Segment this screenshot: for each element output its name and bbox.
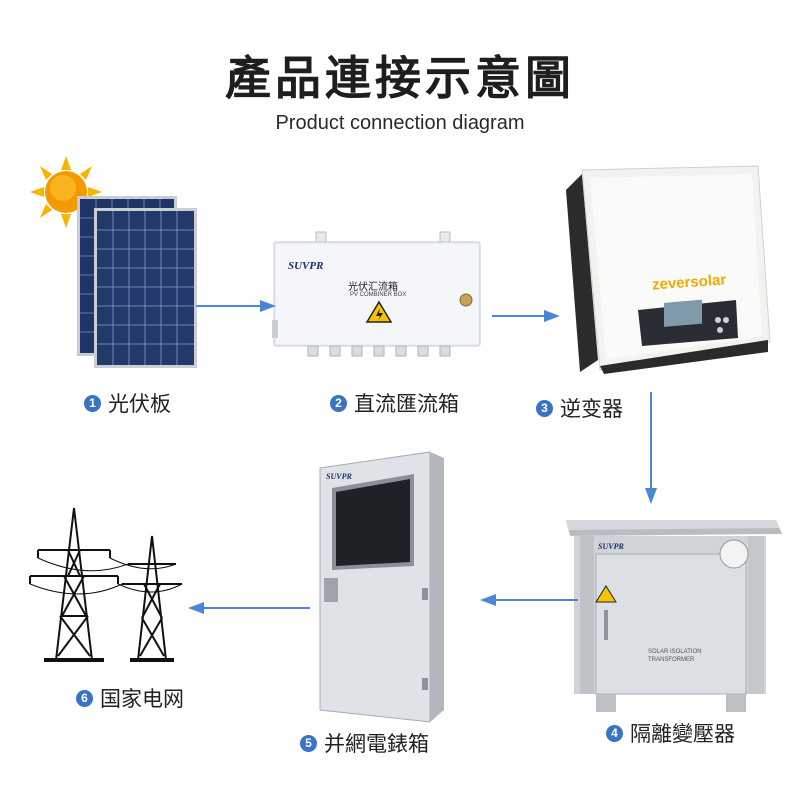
transformer-cabinet-icon (566, 520, 782, 712)
combiner-box-icon (272, 231, 481, 357)
label-text: 并網電錶箱 (324, 732, 429, 756)
node-label-inverter: 3 逆变器 (536, 393, 623, 423)
label-text: 隔離變壓器 (630, 722, 735, 746)
meter-cabinet-brand: SUVPR (326, 472, 352, 481)
number-badge: 1 (84, 394, 101, 412)
number-badge: 6 (76, 689, 93, 707)
combiner-subtitle-text: PV COMBINER BOX (350, 292, 407, 298)
grid-meter-cabinet-icon (319, 451, 444, 723)
number-badge: 5 (300, 734, 317, 752)
arrow-meter-to-grid (188, 602, 310, 614)
power-grid-node (26, 506, 196, 664)
node-label-transformer: 4 隔離變壓器 (606, 718, 735, 748)
power-tower-icon (29, 507, 183, 662)
transformer-node: SUVPR SOLAR ISOLATION TRANSFORMER (566, 514, 786, 714)
arrow-combiner-to-inverter (492, 310, 560, 322)
node-label-meter-cabinet: 5 并網電錶箱 (300, 728, 429, 758)
combiner-box-node: SUVPR 光伏汇流箱 PV COMBINER BOX (268, 230, 488, 365)
inverter-icon (566, 165, 771, 374)
arrow-solar-to-combiner (196, 300, 276, 312)
arrow-transformer-to-meter (480, 594, 578, 606)
transformer-plate-text-1: SOLAR ISOLATION (648, 649, 702, 655)
solar-panel-icon (30, 156, 197, 368)
transformer-brand: SUVPR (598, 542, 624, 551)
solar-panel-node (22, 150, 222, 375)
label-text: 光伏板 (108, 392, 171, 416)
inverter-node: zeversolar (560, 160, 780, 385)
number-badge: 4 (606, 724, 623, 742)
label-text: 国家电网 (100, 687, 184, 711)
node-label-combiner-box: 2 直流匯流箱 (330, 388, 459, 418)
label-text: 逆变器 (560, 397, 623, 421)
label-text: 直流匯流箱 (354, 392, 459, 416)
node-label-power-grid: 6 国家电网 (76, 683, 184, 713)
meter-cabinet-node: SUVPR (314, 448, 454, 726)
diagram-title: 產品連接示意圖 (225, 51, 575, 105)
arrow-inverter-to-transformer (645, 392, 657, 504)
number-badge: 2 (330, 394, 347, 412)
number-badge: 3 (536, 399, 553, 417)
transformer-plate-text-2: TRANSFORMER (648, 657, 695, 663)
sun-icon (30, 156, 102, 228)
diagram-subtitle: Product connection diagram (275, 112, 525, 134)
node-label-solar-panel: 1 光伏板 (84, 388, 171, 418)
combiner-brand: SUVPR (288, 260, 324, 272)
combiner-title-text: 光伏汇流箱 (348, 282, 398, 293)
